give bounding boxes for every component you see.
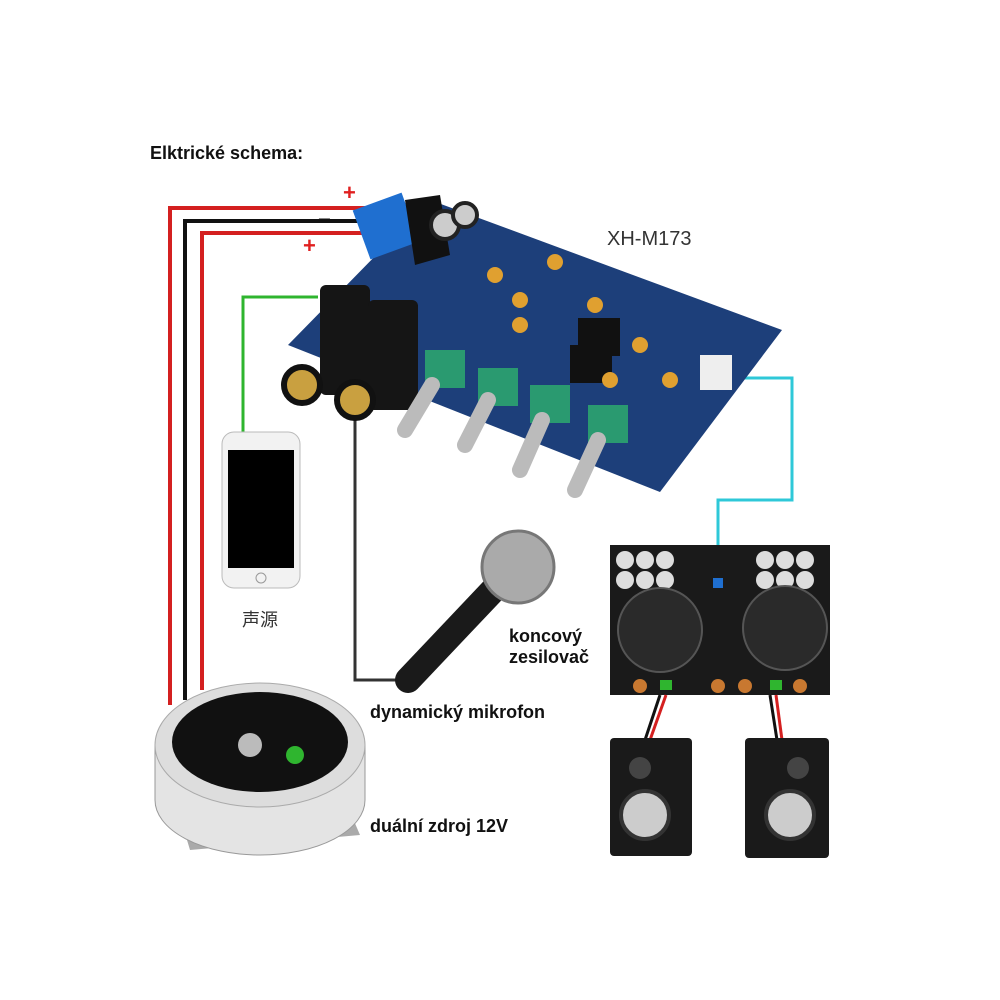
amplifier-label: koncový zesilovač	[509, 626, 590, 667]
black-wire-ground	[183, 219, 372, 700]
green-audio-wire	[241, 295, 318, 432]
transformer-label: duální zdroj 12V	[370, 816, 509, 836]
speaker-left	[610, 738, 692, 856]
diagram-title: Elktrické schema:	[150, 143, 304, 163]
plus-label-top: +	[343, 180, 356, 205]
dynamic-microphone	[395, 529, 556, 693]
phone-label: 声源	[242, 610, 278, 630]
xh-m173-board	[281, 192, 782, 498]
microphone-label: dynamický mikrofon	[370, 702, 546, 722]
power-amplifier-board	[610, 545, 830, 695]
speaker-right	[745, 738, 829, 858]
toroidal-transformer	[154, 682, 366, 856]
red-wire-positive-inner	[200, 231, 376, 690]
plus-label-bottom: +	[303, 233, 316, 258]
board-model-label: XH-M173	[607, 228, 692, 250]
cyan-output-wire	[716, 376, 794, 580]
minus-label: −	[318, 207, 331, 232]
phone-audio-source	[221, 431, 301, 589]
red-wire-positive-outer	[168, 206, 368, 705]
microphone-wire	[353, 415, 398, 682]
